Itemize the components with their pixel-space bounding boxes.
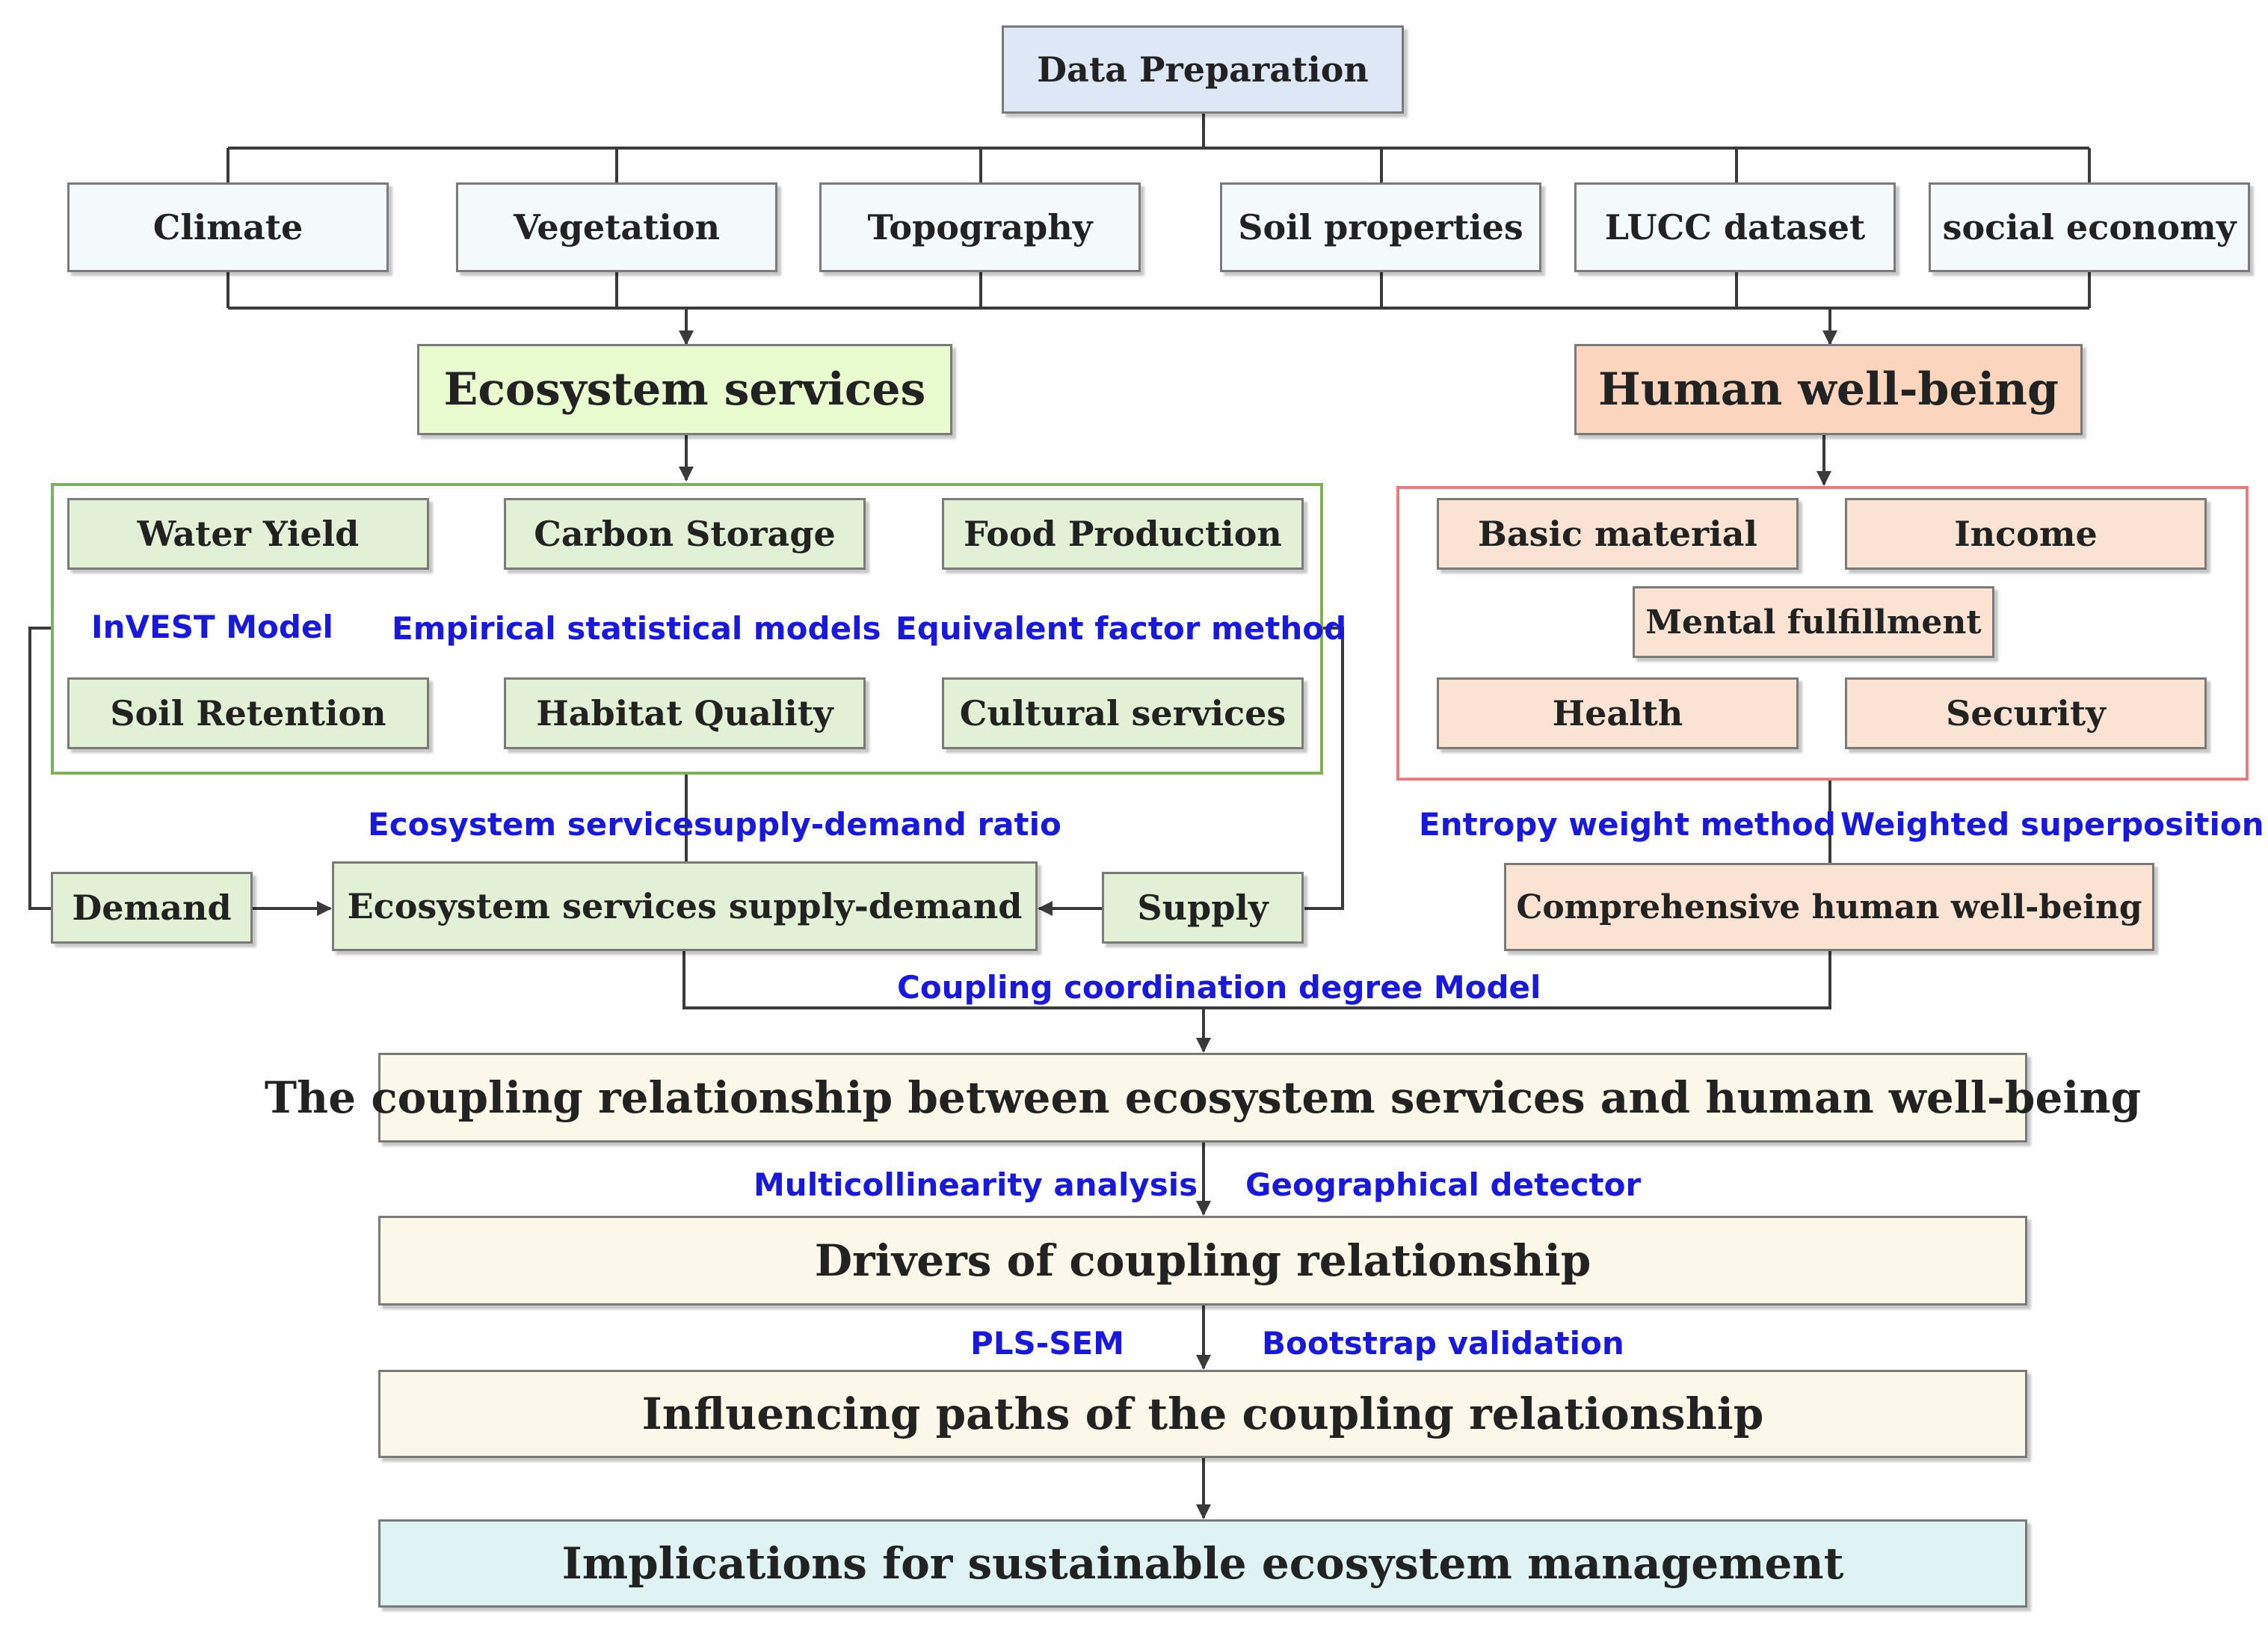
connector-line [682, 951, 1831, 1009]
dimension-security: Security [1845, 677, 2207, 749]
source-soil-properties: Soil properties [1220, 182, 1541, 272]
service-cultural-services: Cultural services [942, 677, 1304, 749]
dimension-mental-fulfillment: Mental fulfillment [1633, 586, 1994, 658]
influencing-paths-box: Influencing paths of the coupling relati… [378, 1370, 2027, 1458]
supply-demand-box: Ecosystem services supply-demand [332, 861, 1038, 951]
dimension-income: Income [1845, 498, 2207, 570]
human-wellbeing-header: Human well-being [1574, 344, 2083, 435]
connector-line [28, 627, 54, 910]
method-invest-model: InVEST Model [91, 609, 333, 645]
connector-line [1304, 627, 1344, 910]
service-habitat-quality: Habitat Quality [504, 677, 866, 749]
dimension-basic-material: Basic material [1437, 498, 1799, 570]
source-vegetation: Vegetation [456, 182, 777, 272]
service-water-yield: Water Yield [67, 498, 429, 570]
ecosystem-services-frame [51, 483, 1323, 775]
data-preparation-box: Data Preparation [1002, 25, 1404, 114]
method-multicollinearity: Multicollinearity analysis [754, 1166, 1198, 1203]
method-es-supply-demand-ratio-right: supply-demand ratio [694, 806, 1061, 843]
human-wellbeing-frame [1396, 486, 2249, 781]
demand-box: Demand [51, 872, 253, 944]
method-es-supply-demand-ratio-left: Ecosystem services [368, 806, 713, 843]
source-topography: Topography [819, 182, 1141, 272]
method-geographical-detector: Geographical detector [1245, 1166, 1642, 1203]
dimension-health: Health [1437, 677, 1799, 749]
service-soil-retention: Soil Retention [67, 677, 429, 749]
method-coupling-coordination: Coupling coordination degree Model [897, 969, 1541, 1006]
method-bootstrap-validation: Bootstrap validation [1262, 1325, 1624, 1362]
method-empirical-statistical-models: Empirical statistical models [392, 610, 881, 647]
drivers-box: Drivers of coupling relationship [378, 1216, 2027, 1306]
method-weighted-superposition: Weighted superposition [1840, 806, 2264, 843]
method-pls-sem: PLS-SEM [970, 1325, 1124, 1362]
source-lucc-dataset: LUCC dataset [1574, 182, 1896, 272]
implications-box: Implications for sustainable ecosystem m… [378, 1519, 2027, 1608]
ecosystem-services-header: Ecosystem services [417, 344, 952, 435]
source-climate: Climate [67, 182, 389, 272]
supply-box: Supply [1102, 872, 1304, 944]
method-entropy-weight: Entropy weight method [1419, 806, 1836, 843]
method-equivalent-factor: Equivalent factor method [896, 610, 1347, 647]
service-carbon-storage: Carbon Storage [504, 498, 866, 570]
source-social-economy: social economy [1929, 182, 2250, 272]
service-food-production: Food Production [942, 498, 1304, 570]
coupling-relationship-box: The coupling relationship between ecosys… [265, 1053, 2141, 1143]
comprehensive-wellbeing-box: Comprehensive human well-being [1504, 863, 2154, 951]
